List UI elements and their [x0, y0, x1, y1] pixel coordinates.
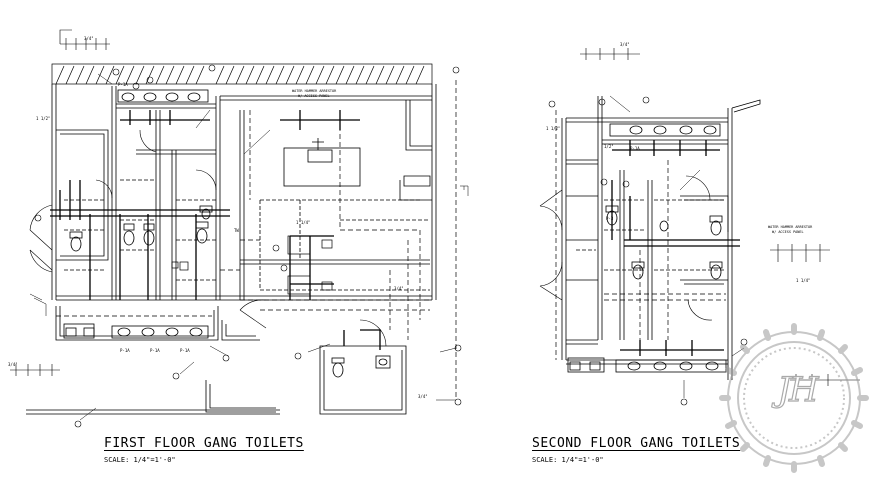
- size-label-9: 1/2": [604, 144, 614, 149]
- fixture-tag-1: P-1A: [120, 348, 130, 353]
- size-label-3: 1 1/4": [296, 220, 310, 225]
- second-floor-leaders: [609, 95, 745, 398]
- first-floor-water-closets: [69, 205, 391, 378]
- second-floor-plan: WATER HAMMER ARRESTOR W/ ACCESS PANEL 3/…: [539, 42, 860, 406]
- seal-monogram: JH: [777, 369, 819, 410]
- first-floor-piping: [50, 110, 381, 350]
- size-label-10: 1 1/4": [796, 278, 810, 283]
- first-floor-connection-boxes: [171, 235, 333, 295]
- first-floor-island-counter: [283, 138, 361, 187]
- first-floor-leaders: [29, 73, 469, 421]
- first-floor-doors: [29, 129, 387, 347]
- second-floor-stalls: [576, 199, 726, 271]
- second-floor-title: SECOND FLOOR GANG TOILETS: [532, 436, 741, 451]
- first-floor-tag-circles: [34, 64, 462, 428]
- first-floor-riser-diagram: [10, 29, 110, 376]
- trap-label: TW: [234, 228, 239, 233]
- second-floor-waste-lines: [555, 110, 726, 360]
- second-floor-doors: [539, 175, 713, 321]
- hammer-arrestor-note-2b: W/ ACCESS PANEL: [772, 230, 804, 234]
- first-floor-walls: [26, 84, 437, 415]
- size-label-2: 1 1/2": [36, 116, 50, 121]
- first-floor-stalls: [64, 179, 430, 291]
- gear-seal-watermark-icon: [719, 323, 869, 473]
- first-floor-scale: SCALE: 1/4"=1'-0": [104, 456, 176, 464]
- second-floor-riser-diagram: [580, 48, 860, 386]
- fixture-tag-2: P-1A: [150, 348, 160, 353]
- size-label-4: 3/4": [394, 286, 404, 291]
- first-floor-top-lavatories: [117, 89, 209, 103]
- second-floor-piping: [611, 140, 740, 356]
- fixture-tag-4: P-1A: [118, 82, 128, 87]
- fixture-tag-5: P-1A: [630, 146, 640, 151]
- second-floor-scale: SCALE: 1/4"=1'-0": [532, 456, 604, 464]
- first-floor-top-wall: [51, 63, 433, 85]
- first-floor-title: FIRST FLOOR GANG TOILETS: [104, 436, 304, 451]
- size-label-8: 1 1/2": [546, 126, 560, 131]
- first-floor-plan: WATER HAMMER ARRESTOR W/ ACCESS PANEL TW…: [8, 29, 469, 428]
- first-floor-waste-lines: [56, 80, 457, 400]
- size-label-1: 3/4": [84, 36, 94, 41]
- hammer-arrestor-note-1b: W/ ACCESS PANEL: [298, 94, 330, 98]
- fixture-tag-6: P-3: [606, 216, 614, 221]
- hammer-arrestor-note-2: WATER HAMMER ARRESTOR: [768, 225, 813, 229]
- size-label-7: 3/4": [620, 42, 630, 47]
- second-floor-lavatories: [567, 123, 727, 373]
- fixture-tag-3: P-1A: [180, 348, 190, 353]
- first-floor-bottom-lavatories: [63, 323, 209, 339]
- size-label-5: 3/4": [8, 362, 18, 367]
- size-label-6: 3/4": [418, 394, 428, 399]
- second-floor-walls: [561, 96, 761, 380]
- second-floor-water-closets: [605, 205, 723, 280]
- hammer-arrestor-note-1: WATER HAMMER ARRESTOR: [292, 89, 337, 93]
